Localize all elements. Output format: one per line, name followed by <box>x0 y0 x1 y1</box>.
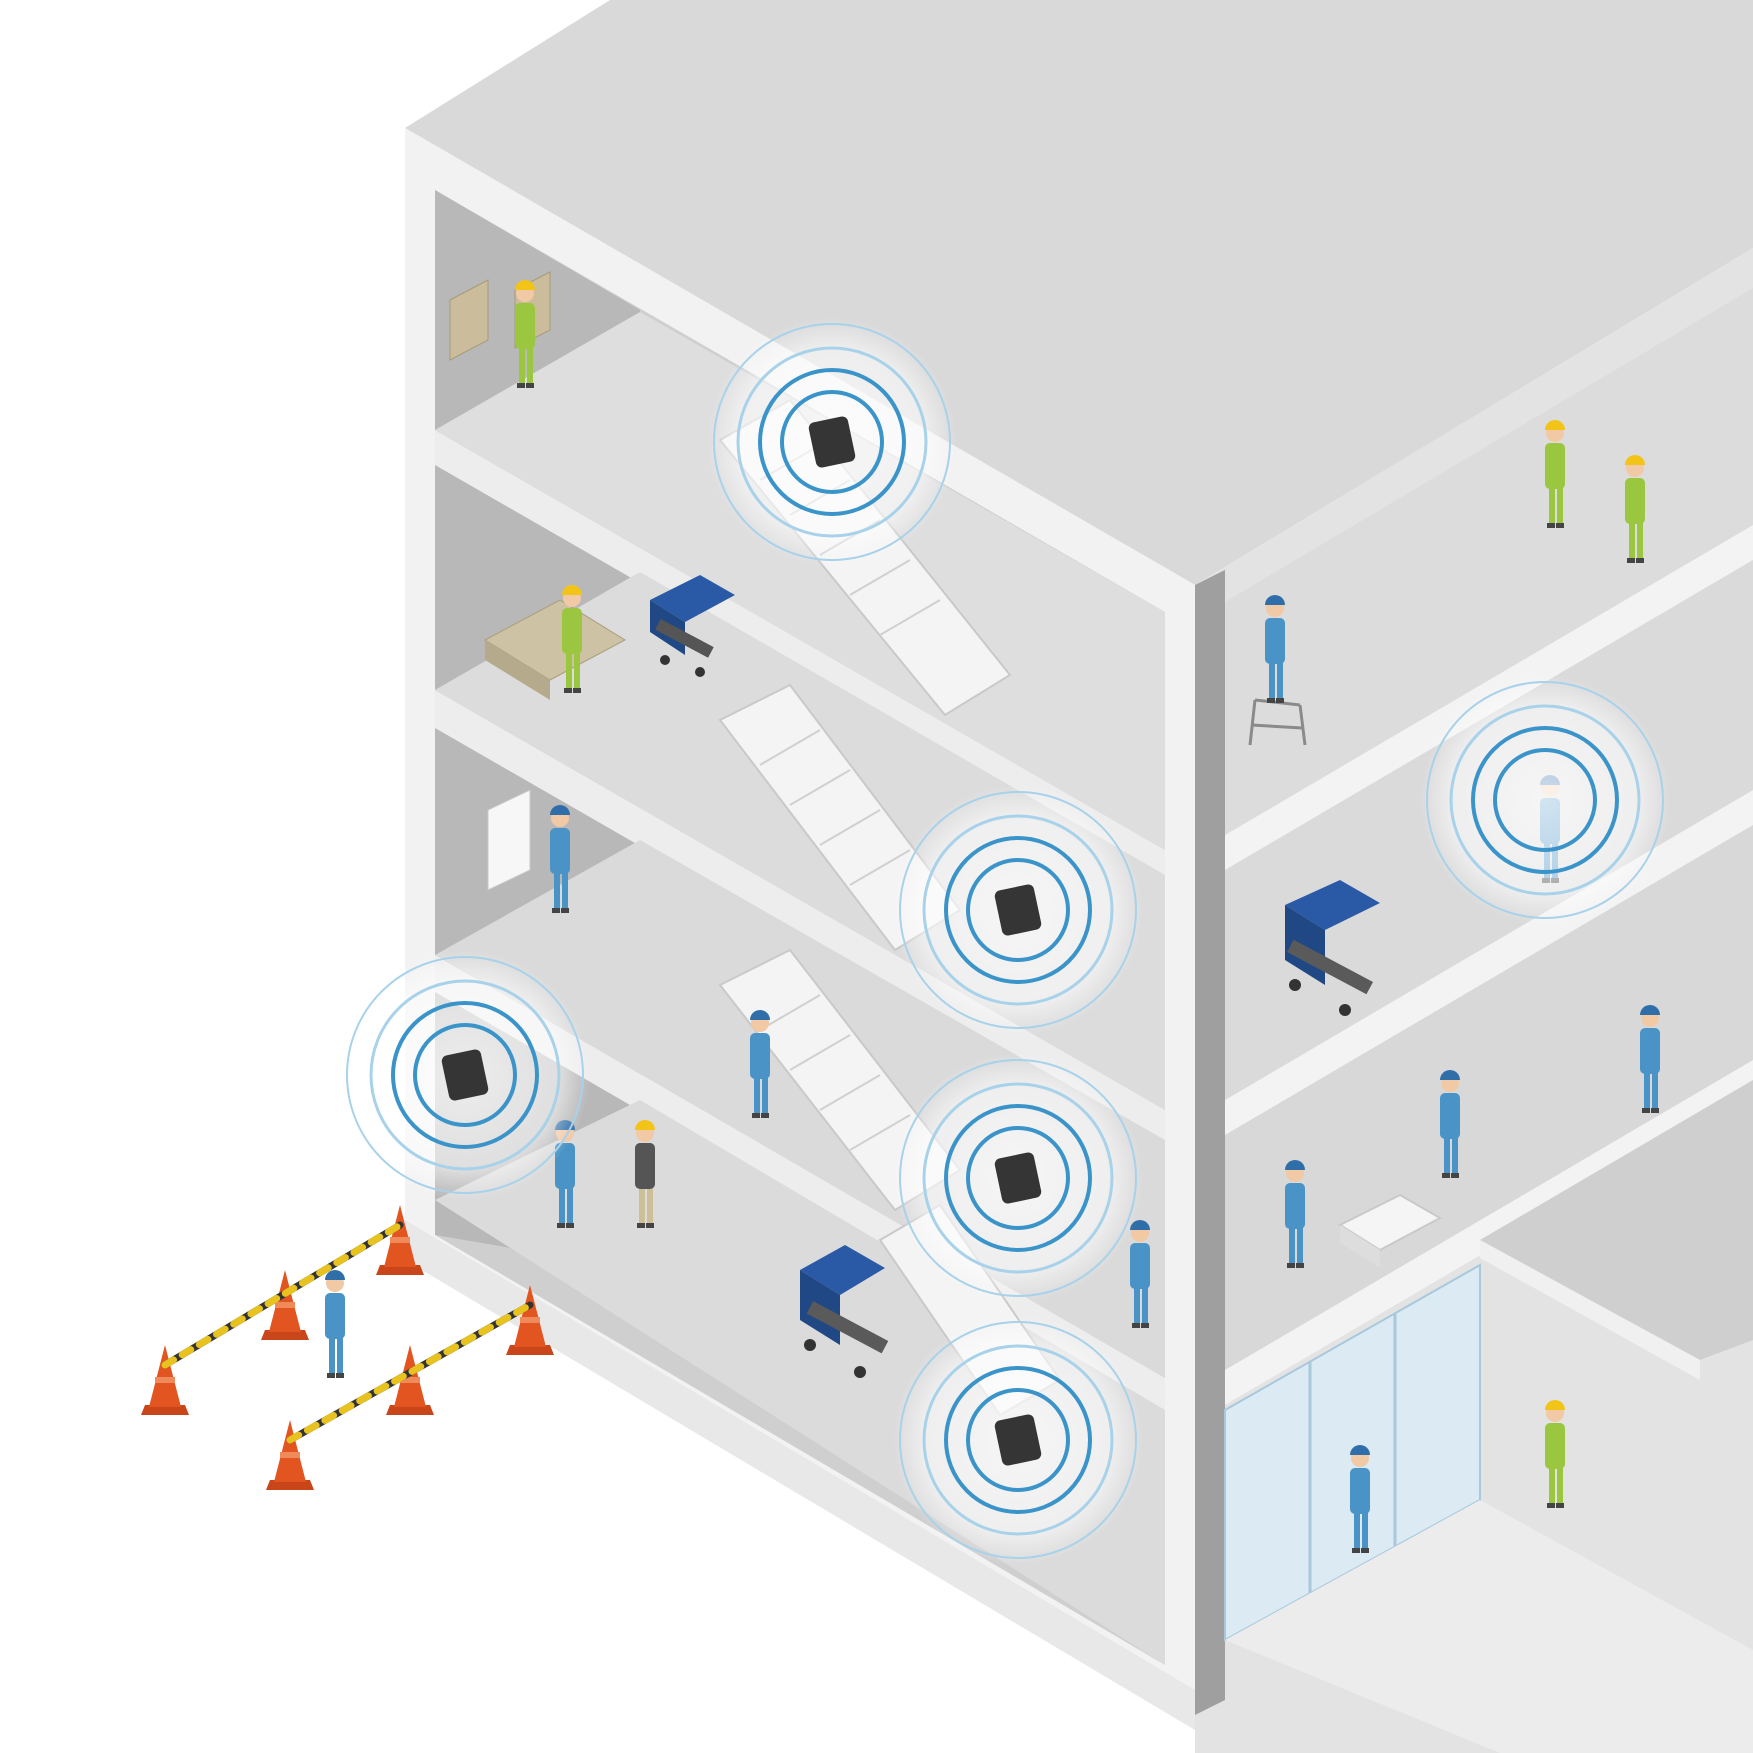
traffic-cone-icon <box>506 1285 554 1355</box>
beacon-icon <box>893 785 1143 1035</box>
worker-icon <box>1130 1220 1150 1328</box>
props <box>449 271 1443 1268</box>
traffic-cone-icon <box>266 1420 314 1490</box>
beacon-icon <box>340 950 590 1200</box>
right-slab-3 <box>1225 1060 1753 1405</box>
beacon-icon <box>893 1315 1143 1565</box>
entrance-floor <box>1225 1500 1753 1753</box>
worker-icon <box>1265 595 1285 703</box>
worker-icon <box>1545 420 1565 528</box>
worker-icon <box>1440 1070 1460 1178</box>
beacons <box>340 317 1670 1565</box>
scissor-lift-icon <box>800 1245 889 1378</box>
worker-icon <box>515 280 535 388</box>
building-base <box>405 1220 1195 1730</box>
worker-icon <box>635 1120 655 1228</box>
traffic-cone-icon <box>261 1270 309 1340</box>
material-tray <box>1337 1193 1443 1252</box>
beacon-icon <box>1420 675 1670 925</box>
wall-board <box>487 789 531 891</box>
slab-3 <box>435 690 1165 1148</box>
board-stack-side <box>485 640 550 700</box>
worker-icon <box>562 585 582 693</box>
worker-icon <box>1545 1400 1565 1508</box>
material-tray-side <box>1340 1225 1380 1268</box>
worker-icon <box>750 1010 770 1118</box>
entrance-canopy <box>1480 1080 1753 1360</box>
roof <box>405 0 1753 585</box>
corner-column-face <box>1195 570 1225 1715</box>
worker-icon <box>325 1270 345 1378</box>
traffic-cone-icon <box>376 1205 424 1275</box>
scissor-lift-icon <box>650 575 735 677</box>
beacon-icon <box>893 1053 1143 1303</box>
right-floor-4 <box>1225 288 1753 835</box>
entrance-canopy-face <box>1480 1240 1700 1380</box>
scissor-lift-icon <box>1285 880 1380 1016</box>
worker-icon <box>550 805 570 913</box>
floor-4 <box>435 312 1165 850</box>
worker-icon <box>1625 455 1645 563</box>
wall-panel <box>449 279 489 361</box>
worker-icon <box>1350 1445 1370 1553</box>
worker-icon <box>1285 1160 1305 1268</box>
worker-icon <box>1640 1005 1660 1113</box>
beacon-icon <box>707 317 957 567</box>
traffic-cone-icon <box>141 1345 189 1415</box>
barrier-poles <box>161 1221 534 1444</box>
